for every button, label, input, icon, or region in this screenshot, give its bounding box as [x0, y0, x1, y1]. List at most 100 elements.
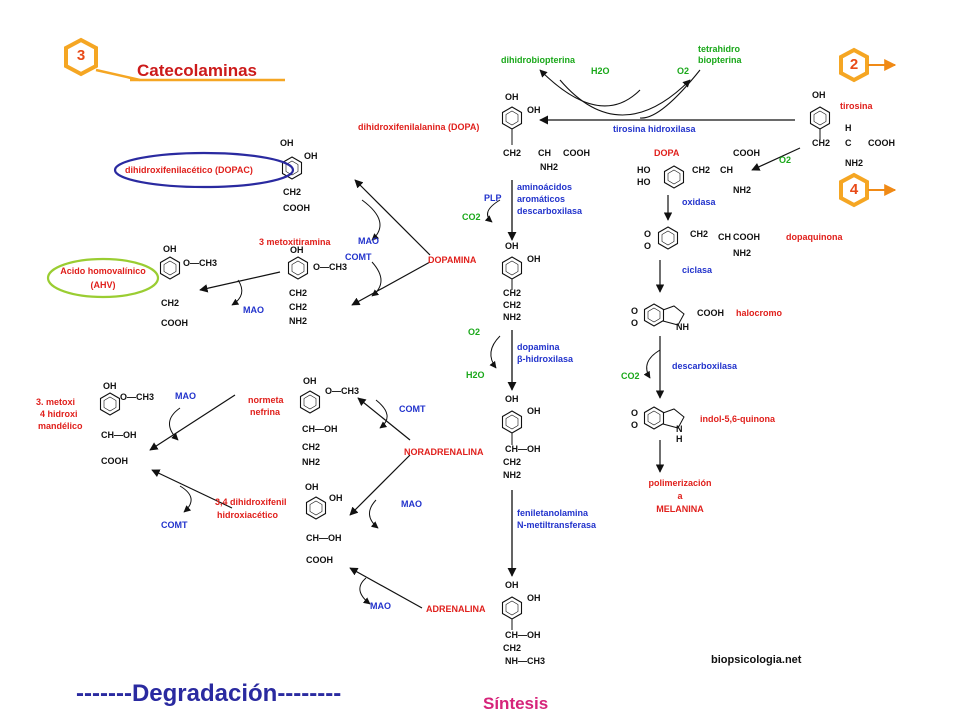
dopa-short-ring — [663, 165, 685, 189]
polimerizacion-l2: a — [677, 491, 683, 501]
hva-ch2: CH2 — [161, 298, 180, 308]
vma-choh: CH—OH — [101, 430, 137, 440]
mao-hva-label: MAO — [243, 305, 264, 315]
dopa-oh-2: OH — [527, 105, 541, 115]
plp-label: PLP — [484, 193, 502, 203]
adr-ch2: CH2 — [503, 643, 522, 653]
dopac-oh-2: OH — [304, 151, 318, 161]
vma-ring — [99, 392, 121, 416]
noradrenalina-label: NORADRENALINA — [404, 447, 484, 457]
aadc-l3: descarboxilasa — [517, 206, 583, 216]
h2o-top-label: H2O — [591, 66, 610, 76]
dopac-cooh: COOH — [283, 203, 310, 213]
dopac-label: dihidroxifenilacético (DOPAC) — [125, 165, 253, 175]
h2o-dbh-label: H2O — [466, 370, 485, 380]
mao-dopac-label: MAO — [358, 236, 379, 246]
iq-o-1: O — [631, 408, 639, 418]
tyr-ch2: CH2 — [812, 138, 831, 148]
hc-nh: NH — [676, 322, 689, 332]
ciclasa-label: ciclasa — [682, 265, 713, 275]
descarboxilasa-mel-label: descarboxilasa — [672, 361, 738, 371]
dopac-ch2: CH2 — [283, 187, 302, 197]
nm-och3: O—CH3 — [325, 386, 360, 396]
mt-ch2-1: CH2 — [289, 288, 308, 298]
iq-n: N — [676, 424, 683, 434]
dhpg-l2: hidroxiacético — [217, 510, 279, 520]
o2-dbh-label: O2 — [468, 327, 481, 337]
mao-vma-label: MAO — [175, 391, 196, 401]
na-nh2: NH2 — [503, 470, 522, 480]
normetanephrine-ring — [299, 390, 321, 414]
dopamine-ch2-1: CH2 — [503, 288, 522, 298]
dopaquinone-ring — [657, 226, 679, 250]
mao-adr-label: MAO — [370, 601, 391, 611]
polimerizacion-l1: polimerización — [648, 478, 712, 488]
section-3-badge — [64, 37, 285, 82]
vma-cooh: COOH — [101, 456, 128, 466]
dopa-side-ch2: CH2 — [692, 165, 711, 175]
mt-oh: OH — [290, 245, 304, 255]
badge-4 — [839, 172, 897, 208]
tyr-cooh: COOH — [868, 138, 895, 148]
normetanefrina-l1: normeta — [248, 395, 284, 405]
comt-nm-label: COMT — [399, 404, 426, 414]
vma-och3: O—CH3 — [120, 392, 155, 402]
dbh-l1: dopamina — [517, 342, 560, 352]
mao-dhpg-label: MAO — [401, 499, 422, 509]
tyr-c: C — [845, 138, 852, 148]
vma-l3: mandélico — [38, 421, 83, 431]
badge-2 — [839, 47, 897, 83]
dopamine-ch2-2: CH2 — [503, 300, 522, 310]
halocromo-label: halocromo — [736, 308, 783, 318]
dopa-side-ch: CH — [720, 165, 733, 175]
adr-oh-2: OH — [527, 593, 541, 603]
vma-l2: 4 hidroxi — [40, 409, 78, 419]
dhpg-ring — [305, 496, 327, 520]
hc-o-2: O — [631, 318, 639, 328]
dq-o-2: O — [644, 241, 652, 251]
dopa-ch2: CH2 — [503, 148, 522, 158]
dopa-side-cooh: COOH — [733, 148, 760, 158]
tyr-h: H — [845, 123, 852, 133]
comt-mt-label: COMT — [345, 252, 372, 262]
dhpg-l1: 3,4 dihidroxifenil — [215, 497, 287, 507]
page-title: Catecolaminas — [137, 61, 257, 80]
comt-vma-label: COMT — [161, 520, 188, 530]
tetrahidro-label: tetrahidro — [698, 44, 741, 54]
nm-ch2: CH2 — [302, 442, 321, 452]
dihidrobiopterina-label: dihidrobiopterina — [501, 55, 575, 65]
hva-highlight — [46, 257, 160, 299]
dhpg-choh: CH—OH — [306, 533, 342, 543]
tyr-oh: OH — [812, 90, 826, 100]
mt-ch2-2: CH2 — [289, 302, 308, 312]
vma-l1: 3. metoxi — [36, 397, 76, 407]
halochrome-ring — [643, 303, 665, 327]
hva-och3: O—CH3 — [183, 258, 218, 268]
iq-h: H — [676, 434, 683, 444]
o2-ox-label: O2 — [779, 155, 792, 165]
co2-mel-label: CO2 — [621, 371, 640, 381]
badge-2-number: 2 — [849, 56, 859, 73]
dopac-highlight — [113, 151, 295, 189]
dhpg-oh-2: OH — [329, 493, 343, 503]
na-choh: CH—OH — [505, 444, 541, 454]
nm-nh2: NH2 — [302, 457, 321, 467]
sintesis-caption: Síntesis — [483, 694, 549, 713]
dopa-side-nh2: NH2 — [733, 185, 752, 195]
nm-oh: OH — [303, 376, 317, 386]
hva-label-l2: (AHV) — [90, 280, 116, 290]
degradacion-caption: -------Degradación-------- — [76, 680, 342, 707]
aadc-l2: aromáticos — [517, 194, 566, 204]
dq-cooh: COOH — [733, 232, 760, 242]
mt-och3: O—CH3 — [313, 262, 348, 272]
mt-nh2: NH2 — [289, 316, 308, 326]
dopaquinona-label: dopaquinona — [786, 232, 843, 242]
adr-nhch3: NH—CH3 — [505, 656, 546, 666]
dopamine-ring — [501, 256, 523, 280]
tirosina-label: tirosina — [840, 101, 873, 111]
dq-ch2: CH2 — [690, 229, 709, 239]
na-ch2: CH2 — [503, 457, 522, 467]
dopa-nh2: NH2 — [540, 162, 559, 172]
biopterina-label: biopterina — [698, 55, 742, 65]
